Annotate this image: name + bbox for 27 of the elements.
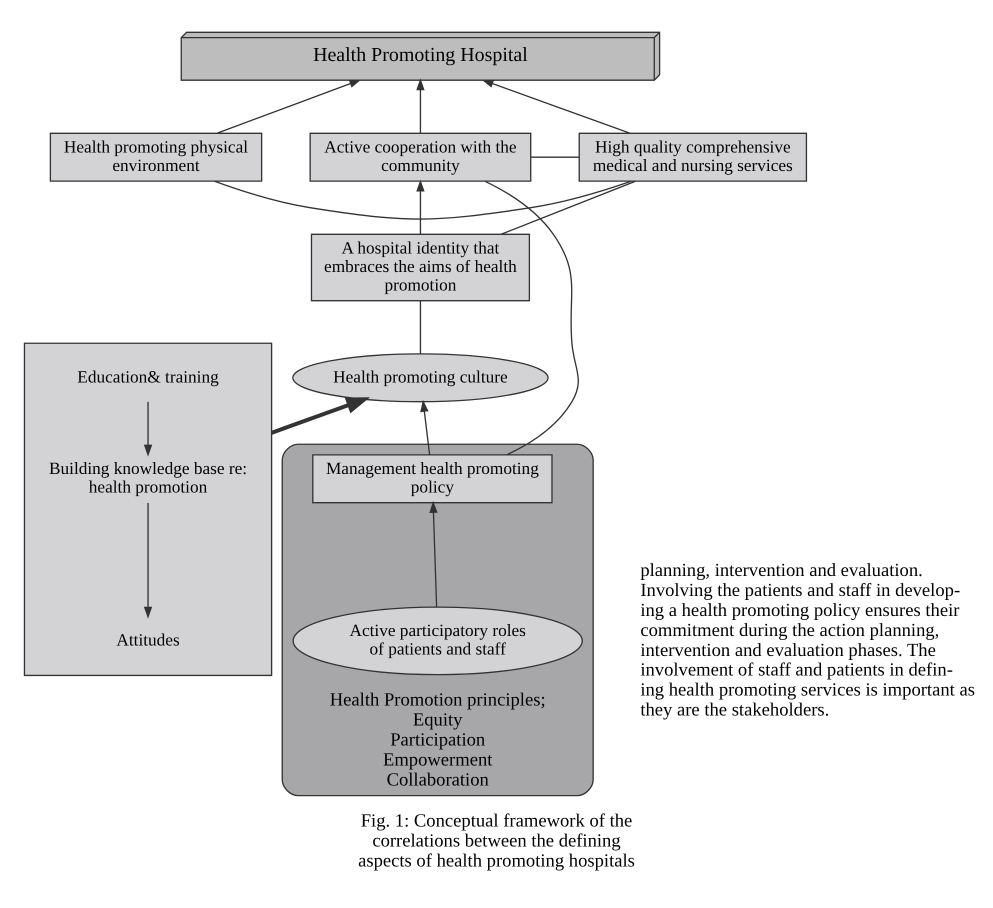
node-text: Education& training [77,366,219,386]
arrow [482,79,630,134]
arrow [144,401,152,456]
arrow [217,79,362,134]
node-box: A hospital identity that embraces the aims of health promotion [310,233,530,301]
arrow [429,500,438,606]
connector [484,180,579,455]
arrow [270,396,370,434]
node-text: Attitudes [116,630,180,649]
cluster [24,342,272,676]
connector [420,300,422,354]
label: planning, intervention and evaluation. Involving the patients and staff in develop- ing a health promoting policy ensures their commitment during the action planning, intervention and evaluation phases. The involvement of staff and patients in defin- ing health promoting services is important as they are the stakeholders. [640,560,975,720]
arrow [416,78,425,133]
node-box: High quality comprehensive medical and nursing services [578,132,808,182]
connector [531,156,580,158]
node-text: Building knowledge base re: health promotion [49,458,248,496]
caption: Fig. 1: Conceptual framework of the correlations between the defining aspects of health promoting hospitals [358,810,635,871]
arrow [144,502,152,618]
arrow [420,399,430,454]
node-box: Management health promoting policy [312,454,553,503]
node-box: Health promoting physical environment [50,132,262,182]
node-ellipse: Active participatory roles of patients and staff [292,606,583,675]
node-box: Active cooperation with the community [309,132,532,182]
arrow [416,179,425,234]
connector [214,180,632,220]
node-ellipse: Health promoting culture [292,352,549,402]
connector [501,180,636,234]
